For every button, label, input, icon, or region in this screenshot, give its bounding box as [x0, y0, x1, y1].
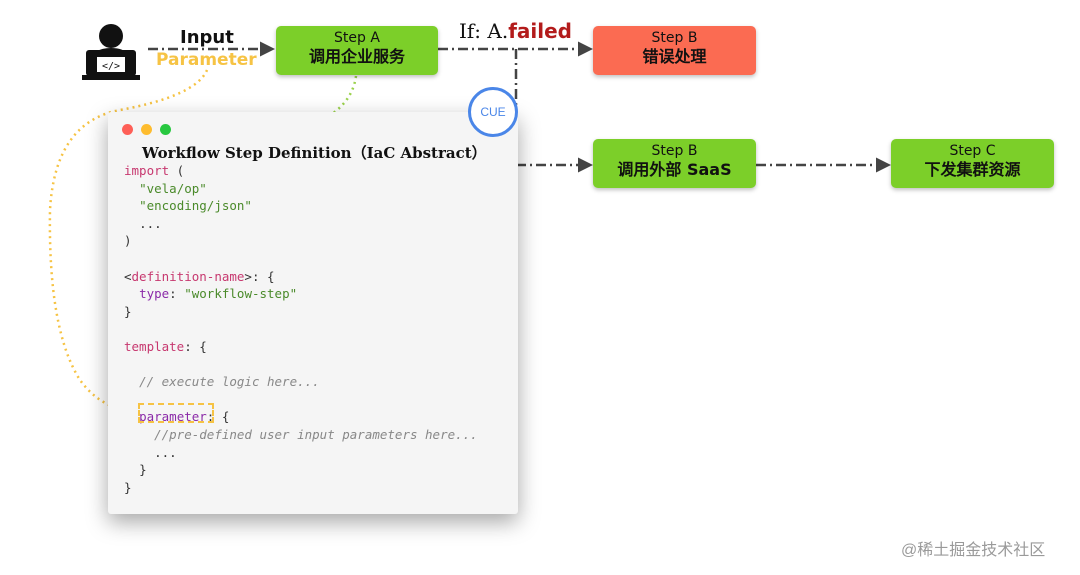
code-import-2: "encoding/json"	[139, 198, 252, 214]
code-close-paren: )	[124, 233, 132, 249]
step-a-title: Step A	[334, 30, 380, 46]
code-type-val: "workflow-step"	[184, 286, 298, 302]
code-import-1: "vela/op"	[139, 180, 207, 196]
step-a-subtitle: 调用企业服务	[308, 47, 405, 66]
watermark: @稀土掘金技术社区	[901, 542, 1046, 559]
step-b-error-title: Step B	[651, 30, 698, 46]
developer-icon: </>	[82, 24, 140, 80]
code-open-paren: (	[169, 163, 185, 178]
code-type-colon: :	[169, 286, 185, 302]
code-comment-2: //pre-defined user input parameters here…	[154, 426, 478, 442]
panel-title: Workflow Step Definition（IaC Abstract）	[142, 144, 487, 162]
step-b-box[interactable]: Step B 调用外部 SaaS	[593, 139, 756, 188]
window-maximize-dot[interactable]	[160, 124, 171, 135]
condition-prefix: If: A.	[459, 19, 509, 43]
code-ellipsis-1: ...	[139, 215, 162, 231]
code-def-name: definition-name	[131, 268, 245, 284]
step-a-box[interactable]: Step A 调用企业服务	[276, 26, 438, 75]
input-label: Input	[180, 27, 234, 48]
parameter-label: Parameter	[156, 50, 257, 70]
code-parameter-kw: parameter	[139, 409, 207, 425]
definition-panel: Workflow Step Definition（IaC Abstract） i…	[108, 112, 518, 514]
code-parameter-rest: : {	[206, 409, 230, 425]
svg-text:</>: </>	[102, 61, 120, 72]
code-close-brace-3: }	[124, 479, 132, 495]
code-def-close: >: {	[244, 268, 275, 284]
step-b-error-subtitle: 错误处理	[642, 47, 707, 66]
code-template-rest: : {	[184, 338, 207, 354]
step-b-title: Step B	[651, 143, 698, 159]
condition-failed: failed	[508, 19, 572, 43]
step-b-subtitle: 调用外部 SaaS	[617, 160, 732, 179]
code-def-open: <	[124, 268, 132, 284]
step-b-error-box[interactable]: Step B 错误处理	[593, 26, 756, 75]
cue-badge: CUE	[468, 87, 518, 137]
condition-label: If: A.failed	[459, 19, 572, 43]
window-minimize-dot[interactable]	[141, 124, 152, 135]
step-c-subtitle: 下发集群资源	[924, 160, 1021, 179]
code-ellipsis-2: ...	[154, 444, 177, 460]
code-import-kw: import	[124, 163, 170, 178]
window-close-dot[interactable]	[122, 124, 133, 135]
parameter-highlight	[138, 403, 214, 423]
code-close-brace-1: }	[124, 303, 132, 319]
step-c-title: Step C	[949, 143, 996, 159]
code-type-kw: type	[139, 286, 170, 302]
code-close-brace-2: }	[139, 462, 147, 478]
code-template-kw: template	[124, 338, 185, 354]
step-c-box[interactable]: Step C 下发集群资源	[891, 139, 1054, 188]
code-comment-1: // execute logic here...	[139, 374, 320, 390]
code-block: import ( "vela/op" "encoding/json" ... )…	[124, 162, 478, 496]
